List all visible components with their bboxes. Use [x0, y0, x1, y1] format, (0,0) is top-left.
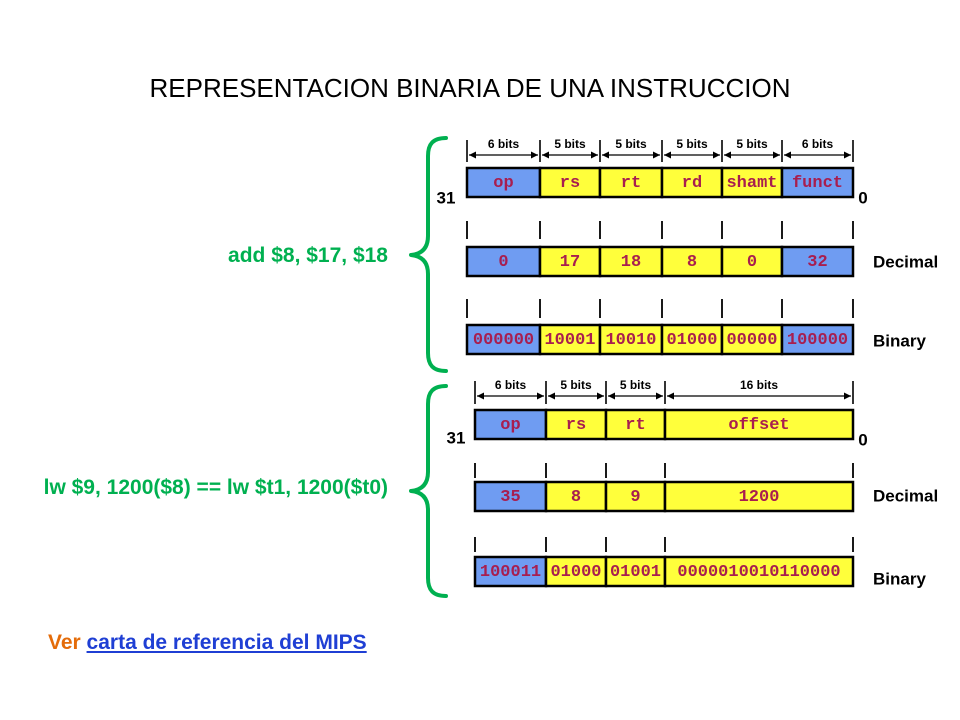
decimal-value-text: 8 [571, 488, 581, 507]
add-instruction-label: add $8, $17, $18 [228, 244, 388, 267]
bit-width-label: 5 bits [676, 137, 708, 151]
binary-value-text: 01000 [666, 331, 717, 350]
lw-format-diagram: 6 bits 5 bits 5 bits 16 bits op rs rt offset 35 8… [447, 378, 939, 589]
msb-bit-label: 31 [437, 189, 456, 208]
msb-bit-label: 31 [447, 429, 466, 448]
decimal-row-label: Decimal [873, 487, 938, 506]
decimal-value-text: 0 [498, 253, 508, 272]
decimal-value-text: 1200 [739, 488, 780, 507]
lw-instruction-brace [409, 384, 448, 598]
lsb-bit-label: 0 [858, 189, 867, 208]
binary-value-cell [473, 555, 548, 588]
mips-reference-card-link[interactable]: carta de referencia del MIPS [86, 631, 367, 654]
field-name-cell [538, 166, 602, 199]
lw-instruction-label: lw $9, 1200($8) == lw $t1, 1200($t0) [43, 476, 388, 499]
field-name-text: op [500, 416, 520, 435]
footer-reference: Ver carta de referencia del MIPS [48, 630, 367, 656]
field-name-cell [544, 408, 608, 441]
bit-width-label: 5 bits [615, 137, 647, 151]
decimal-value-cell [780, 245, 855, 278]
binary-value-text: 01000 [550, 563, 601, 582]
binary-value-cell [465, 323, 542, 356]
field-name-cell [780, 166, 855, 199]
decimal-value-cell [465, 245, 542, 278]
binary-value-text: 000000 [473, 331, 534, 350]
field-name-text: offset [728, 416, 789, 435]
binary-row-label: Binary [873, 570, 926, 589]
binary-value-text: 10001 [544, 331, 595, 350]
decimal-value-text: 8 [687, 253, 697, 272]
binary-value-text: 10010 [605, 331, 656, 350]
decimal-value-text: 18 [621, 253, 641, 272]
decimal-row-label: Decimal [873, 253, 938, 272]
bit-width-label: 5 bits [736, 137, 768, 151]
binary-value-text: 100011 [480, 563, 541, 582]
bit-width-label: 16 bits [740, 378, 778, 392]
decimal-value-text: 9 [630, 488, 640, 507]
lsb-bit-label: 0 [858, 431, 867, 450]
decimal-value-text: 35 [500, 488, 520, 507]
footer-prefix: Ver [48, 631, 81, 654]
binary-value-text: 01001 [610, 563, 661, 582]
field-name-text: rt [625, 416, 645, 435]
binary-value-text: 0000010010110000 [677, 563, 840, 582]
decimal-value-text: 32 [807, 253, 827, 272]
binary-value-text: 100000 [787, 331, 848, 350]
binary-row-label: Binary [873, 332, 926, 351]
field-name-cell [604, 408, 667, 441]
add-instruction-brace [409, 136, 448, 373]
binary-value-cell [780, 323, 855, 356]
field-name-text: rs [560, 174, 580, 193]
field-name-text: op [493, 174, 513, 193]
binary-value-cell [720, 323, 784, 356]
bit-width-label: 6 bits [495, 378, 527, 392]
bit-width-label: 5 bits [554, 137, 586, 151]
binary-value-text: 00000 [726, 331, 777, 350]
decimal-value-cell [663, 480, 855, 513]
decimal-value-text: 0 [747, 253, 757, 272]
slide-title: REPRESENTACION BINARIA DE UNA INSTRUCCIO… [149, 73, 791, 103]
binary-value-cell [663, 555, 855, 588]
field-name-text: rt [621, 174, 641, 193]
bit-width-label: 5 bits [560, 378, 592, 392]
binary-value-cell [660, 323, 724, 356]
decimal-value-text: 17 [560, 253, 580, 272]
field-name-text: rd [682, 174, 702, 193]
field-name-text: shamt [726, 174, 777, 193]
binary-value-cell [538, 323, 602, 356]
bit-width-label: 5 bits [620, 378, 652, 392]
bit-width-label: 6 bits [802, 137, 834, 151]
decimal-value-cell [598, 245, 664, 278]
field-name-cell [663, 408, 855, 441]
field-name-text: funct [792, 174, 843, 193]
bit-width-label: 6 bits [488, 137, 520, 151]
field-name-cell [473, 408, 548, 441]
add-format-diagram: 6 bits 5 bits 5 bits 5 bits 5 bits 6 bits op rs… [437, 137, 938, 356]
field-name-cell [720, 166, 784, 199]
field-name-text: rs [566, 416, 586, 435]
